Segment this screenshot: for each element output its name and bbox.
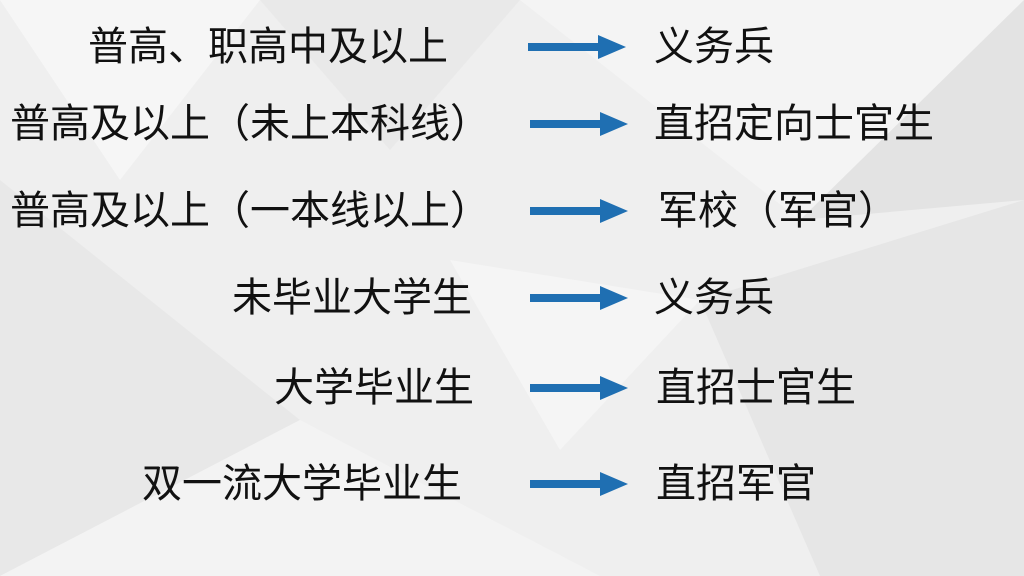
row-2-source: 普高及以上（未上本科线） [10,101,490,147]
row-6-target: 直招军官 [656,461,816,507]
row-5-target: 直招士官生 [656,365,856,411]
mapping-row-1: 普高、职高中及以上 义务兵 [0,17,1024,77]
row-4-source: 未毕业大学生 [232,275,472,321]
mapping-row-4: 未毕业大学生 义务兵 [0,268,1024,328]
mapping-row-2: 普高及以上（未上本科线） 直招定向士官生 [0,94,1024,154]
row-3-source: 普高及以上（一本线以上） [10,188,490,234]
row-4-target: 义务兵 [654,275,774,321]
right-arrow-icon [530,112,628,136]
mapping-row-5: 大学毕业生 直招士官生 [0,358,1024,418]
mapping-row-6: 双一流大学毕业生 直招军官 [0,454,1024,514]
row-1-target: 义务兵 [654,24,774,70]
row-2-target: 直招定向士官生 [654,101,934,147]
right-arrow-icon [530,376,628,400]
right-arrow-icon [530,472,628,496]
mapping-row-3: 普高及以上（一本线以上） 军校（军官） [0,181,1024,241]
row-5-source: 大学毕业生 [274,365,474,411]
row-1-source: 普高、职高中及以上 [88,24,448,70]
right-arrow-icon [528,35,626,59]
right-arrow-icon [530,199,628,223]
right-arrow-icon [530,286,628,310]
row-3-target: 军校（军官） [658,188,898,234]
row-6-source: 双一流大学毕业生 [142,461,462,507]
